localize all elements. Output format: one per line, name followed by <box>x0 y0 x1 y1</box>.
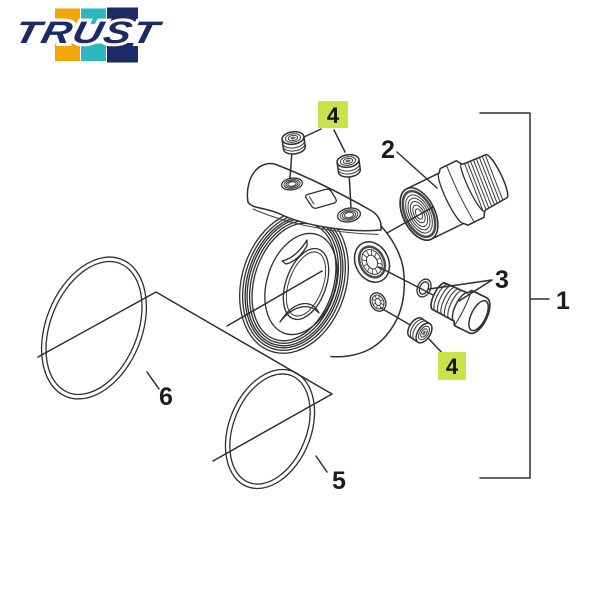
block-lower-hole <box>369 292 387 312</box>
callout-4-bottom: 4 <box>438 352 466 380</box>
trust-logo: TRUST TRUST <box>8 7 169 63</box>
part-plug-4-top-left <box>280 129 307 157</box>
callout-4-top: 4 <box>318 101 348 128</box>
part-oring-3 <box>416 278 432 298</box>
logo-block-amber-top <box>55 8 80 24</box>
block-top-hole-left <box>280 177 304 191</box>
block-face-edge <box>264 232 338 336</box>
logo-block-amber-bottom <box>55 43 80 61</box>
part-plug-4-top-right <box>335 152 362 180</box>
block-side-port <box>353 241 391 283</box>
part-oring-5 <box>224 368 316 490</box>
part-adapter-block <box>238 162 406 358</box>
callout-2-label: 2 <box>381 136 395 164</box>
leader-5 <box>315 455 328 473</box>
logo-block-navy-top <box>107 7 138 25</box>
callout-1-bracket <box>479 112 550 479</box>
block-top-plate <box>246 162 382 232</box>
axis-through-orings <box>37 291 333 462</box>
part-oring-6 <box>40 256 148 400</box>
assembly-axis-lines <box>37 150 438 462</box>
block-center-bore <box>282 247 330 321</box>
block-center-bore-inner <box>285 251 327 317</box>
block-top-hole-right <box>336 207 362 223</box>
logo-block-teal-top <box>81 8 106 24</box>
axis-lower-plug <box>380 307 413 327</box>
axis-top-plug-left <box>289 150 293 179</box>
callout-4-bottom-highlight <box>438 352 466 380</box>
callout-1-label: 1 <box>556 287 570 315</box>
logo-text-halo: TRUST <box>11 15 165 50</box>
logo-text: TRUST <box>11 15 165 50</box>
callout-4-top-label: 4 <box>327 103 340 128</box>
callout-6-label: 6 <box>159 383 173 411</box>
part-center-fitting <box>399 153 509 241</box>
logo-block-teal-bottom <box>81 43 106 61</box>
logo-block-navy-bottom <box>107 43 138 63</box>
part-hex-plug-3 <box>430 282 491 335</box>
callout-4-top-highlight <box>318 101 348 128</box>
axis-side-port <box>378 266 438 298</box>
axis-into-fitting <box>386 206 434 234</box>
leader-2 <box>396 151 438 189</box>
block-plate-cutout <box>304 188 337 209</box>
leader-6 <box>146 371 160 390</box>
axis-top-plug-right <box>348 171 352 209</box>
block-face-slot-bottom <box>279 302 320 323</box>
callout-4-bottom-label: 4 <box>446 354 459 379</box>
leader-3 <box>428 279 493 302</box>
axis-into-block <box>226 270 323 327</box>
callout-5-label: 5 <box>332 467 346 495</box>
leader-4-top <box>303 128 346 153</box>
block-body-outline <box>330 225 406 358</box>
callout-3-label: 3 <box>495 266 509 294</box>
block-face-slot-top <box>281 239 308 265</box>
block-top-plate-thickness <box>252 208 379 235</box>
